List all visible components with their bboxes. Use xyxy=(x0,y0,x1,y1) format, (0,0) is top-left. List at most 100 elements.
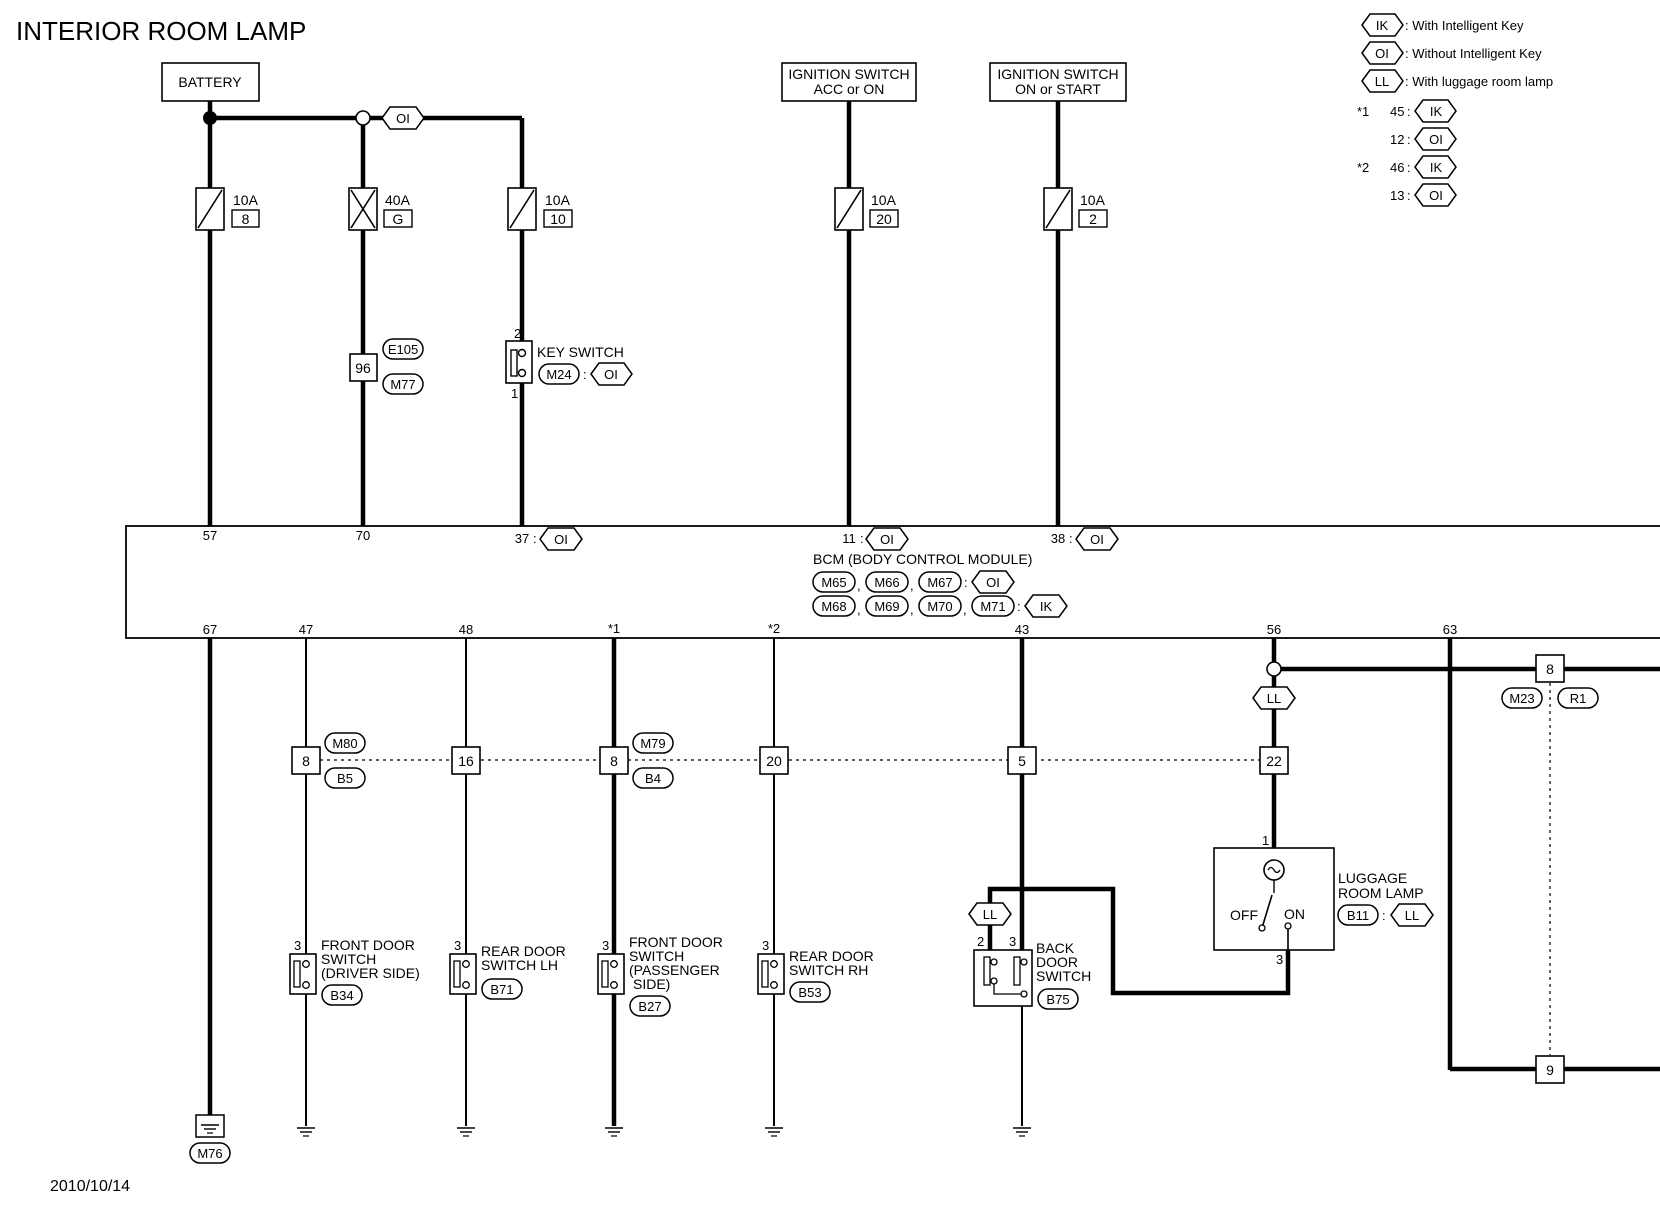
legend-oi-text: : Without Intelligent Key xyxy=(1405,46,1542,61)
legend-colon: : xyxy=(1407,160,1411,175)
conn-b11-tag xyxy=(1337,904,1379,926)
conn-b4: B4 xyxy=(645,771,661,786)
conn-b53-tag xyxy=(789,981,831,1003)
legend-star1: *1 xyxy=(1357,104,1369,119)
bcm-pin-38: 38 xyxy=(1051,531,1065,546)
legend-oi-tag xyxy=(1361,41,1404,65)
bcm-ik-code: IK xyxy=(1040,599,1053,614)
rd-lh-l1: REAR DOOR xyxy=(481,943,566,959)
bcm-comma: , xyxy=(963,602,967,617)
legend-star2-oi-code: OI xyxy=(1429,188,1443,203)
back-door-loop-wire xyxy=(987,886,1291,996)
key-switch-oi-code: OI xyxy=(604,367,618,382)
key-switch: 2 1 KEY SWITCH M24 : OI xyxy=(505,326,633,401)
diagram-date: 2010/10/14 xyxy=(50,1178,130,1195)
ll-tag-56-text: LL xyxy=(1267,691,1281,706)
rd-lh-l2: SWITCH LH xyxy=(481,957,558,973)
fd-pass-l3: (PASSENGER xyxy=(629,962,720,978)
terminal-96 xyxy=(349,353,378,382)
fuse-2-no: 2 xyxy=(1089,211,1097,227)
legend-ll-text: : With luggage room lamp xyxy=(1405,74,1553,89)
legend-star1-oi-code: OI xyxy=(1429,132,1443,147)
key-switch-pin1: 1 xyxy=(511,386,518,401)
bcm-conn-m70: M70 xyxy=(927,599,952,614)
back-door-pin2: 2 xyxy=(977,934,984,949)
bcm-pin-63: 63 xyxy=(1443,622,1457,637)
bcm-conn-m65: M65 xyxy=(821,575,846,590)
fuse-g: 40A G xyxy=(348,187,413,231)
conn-m80: M80 xyxy=(332,736,357,751)
legend-star2-ik-tag xyxy=(1414,155,1457,179)
legend-colon: : xyxy=(1407,132,1411,147)
legend-colon: : xyxy=(1407,188,1411,203)
fd-driver-l3: (DRIVER SIDE) xyxy=(321,965,420,981)
battery-splice xyxy=(203,111,217,125)
fuse-8-no: 8 xyxy=(242,211,250,227)
oi-splice xyxy=(355,110,371,126)
lamp-switch-lever-icon xyxy=(1261,894,1273,929)
bcm-pin-37-oi: OI xyxy=(554,532,568,547)
page-title: INTERIOR ROOM LAMP xyxy=(16,16,306,46)
lamp-label-l2: ROOM LAMP xyxy=(1338,885,1424,901)
back-door-switch: 2 3 xyxy=(973,934,1033,1007)
conn-m79-tag xyxy=(632,732,674,754)
legend-star2-oi-tag xyxy=(1414,183,1457,207)
fuse-g-amp: 40A xyxy=(385,192,411,208)
bcm-conn-m68: M68 xyxy=(821,599,846,614)
conn-b27-tag xyxy=(629,995,671,1017)
fd-driver-pin: 3 xyxy=(294,938,301,953)
legend-ik-code: IK xyxy=(1376,18,1389,33)
junction-8a: 8 xyxy=(291,746,321,775)
fuse-8: 10A 8 xyxy=(195,187,260,231)
terminal-96-label: 96 xyxy=(355,360,371,376)
fd-driver-l1: FRONT DOOR xyxy=(321,937,415,953)
legend-star1-oi-pin: 12 xyxy=(1390,132,1404,147)
back-door-ll-tag xyxy=(968,902,1012,926)
bcm-pin-67: 67 xyxy=(203,622,217,637)
bcm-comma: , xyxy=(857,578,861,593)
legend-star1-ik-pin: 45 xyxy=(1390,104,1404,119)
lamp-label-l1: LUGGAGE xyxy=(1338,870,1407,886)
junction-20: 20 xyxy=(759,746,789,775)
conn-b5-tag xyxy=(324,767,366,789)
bcm-pin-37-oi-tag xyxy=(539,527,583,551)
key-switch-colon: : xyxy=(583,367,587,382)
conn-m77-tag xyxy=(382,373,424,395)
conn-m24: M24 xyxy=(546,367,571,382)
rd-rh-l2: SWITCH RH xyxy=(789,962,868,978)
legend-star1-ik-code: IK xyxy=(1430,104,1443,119)
bcm-conn-m67: M67 xyxy=(927,575,952,590)
lamp-off: OFF xyxy=(1230,907,1258,923)
bcm-pin-48: 48 xyxy=(459,622,473,637)
junction-22: 22 xyxy=(1259,746,1289,775)
bcm-pin-70: 70 xyxy=(356,528,370,543)
conn-r1: R1 xyxy=(1570,691,1587,706)
back-door-label-l2: DOOR xyxy=(1036,954,1078,970)
conn-m23: M23 xyxy=(1509,691,1534,706)
front-door-switch-passenger: 3 xyxy=(597,938,625,995)
conn-b5: B5 xyxy=(337,771,353,786)
bcm-pin-38-colon: : xyxy=(1069,531,1073,546)
junction-16-label: 16 xyxy=(458,753,474,769)
rear-door-switch-lh: 3 xyxy=(449,938,477,995)
junction-8r: 8 xyxy=(1535,654,1565,683)
bcm-pin-57: 57 xyxy=(203,528,217,543)
legend-star2: *2 xyxy=(1357,160,1369,175)
fuse-2: 10A 2 xyxy=(1043,187,1108,231)
lamp-pin1: 1 xyxy=(1262,833,1269,848)
bcm-pin-11-oi: OI xyxy=(880,532,894,547)
fd-pass-l2: SWITCH xyxy=(629,948,684,964)
fuse-10-amp: 10A xyxy=(545,192,571,208)
conn-b27: B27 xyxy=(638,999,661,1014)
fuse-20-amp: 10A xyxy=(871,192,897,208)
back-door-pin3: 3 xyxy=(1009,934,1016,949)
conn-b75-tag xyxy=(1037,988,1079,1010)
back-door-label-l3: SWITCH xyxy=(1036,968,1091,984)
conn-b4-tag xyxy=(632,767,674,789)
bcm-conn-m71: M71 xyxy=(980,599,1005,614)
legend: IK : With Intelligent Key OI : Without I… xyxy=(1357,13,1553,207)
bcm-pin-star2: *2 xyxy=(768,621,780,636)
junction-22-label: 22 xyxy=(1266,753,1282,769)
junction-20-label: 20 xyxy=(766,753,782,769)
key-switch-pin2: 2 xyxy=(514,326,521,341)
